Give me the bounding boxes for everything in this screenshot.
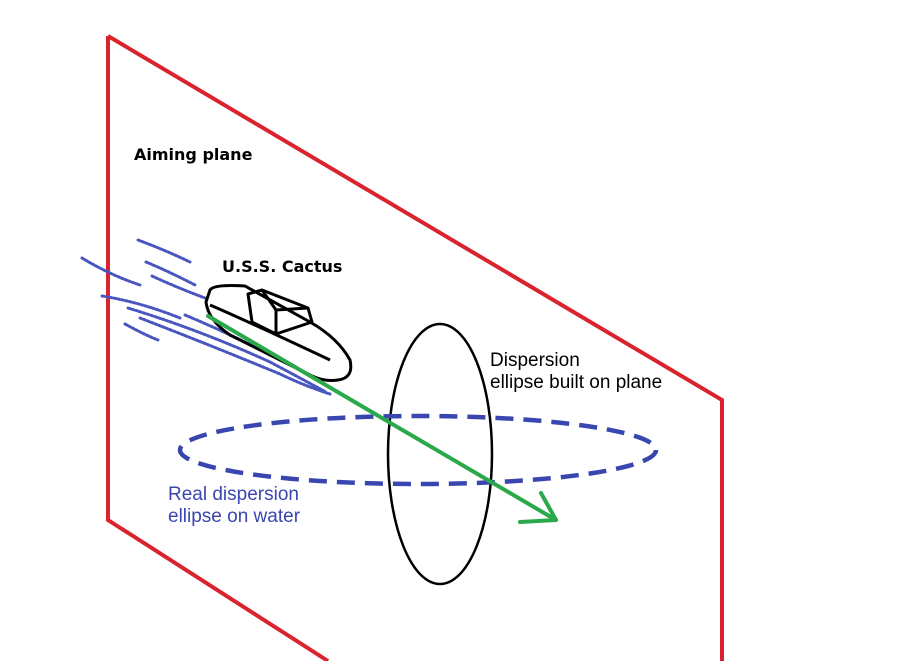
aiming-plane-label: Aiming plane xyxy=(134,145,253,164)
plane-dispersion-ellipse xyxy=(386,322,494,586)
trajectory-arrow xyxy=(206,314,558,524)
plane-ellipse-caption: Dispersion ellipse built on plane xyxy=(490,350,662,394)
water-ellipse-caption-line1: Real dispersion xyxy=(168,484,299,505)
ship-wake xyxy=(80,238,332,396)
water-ellipse-caption-line2: ellipse on water xyxy=(168,505,301,527)
water-ellipse-caption: Real dispersion ellipse on water xyxy=(168,484,300,528)
plane-ellipse-caption-line2: ellipse built on plane xyxy=(490,371,663,393)
ship-hull xyxy=(204,284,353,382)
ship-cabin-edge xyxy=(260,289,309,334)
plane-ellipse-caption-line1: Dispersion xyxy=(490,350,580,371)
ship-name-label: U.S.S. Cactus xyxy=(222,257,343,276)
water-dispersion-ellipse xyxy=(177,413,659,487)
ship-drawing xyxy=(204,284,353,382)
aiming-plane-outline xyxy=(106,34,724,661)
aiming-plane-outline-left xyxy=(106,36,330,661)
trajectory-arrowhead xyxy=(518,491,558,524)
